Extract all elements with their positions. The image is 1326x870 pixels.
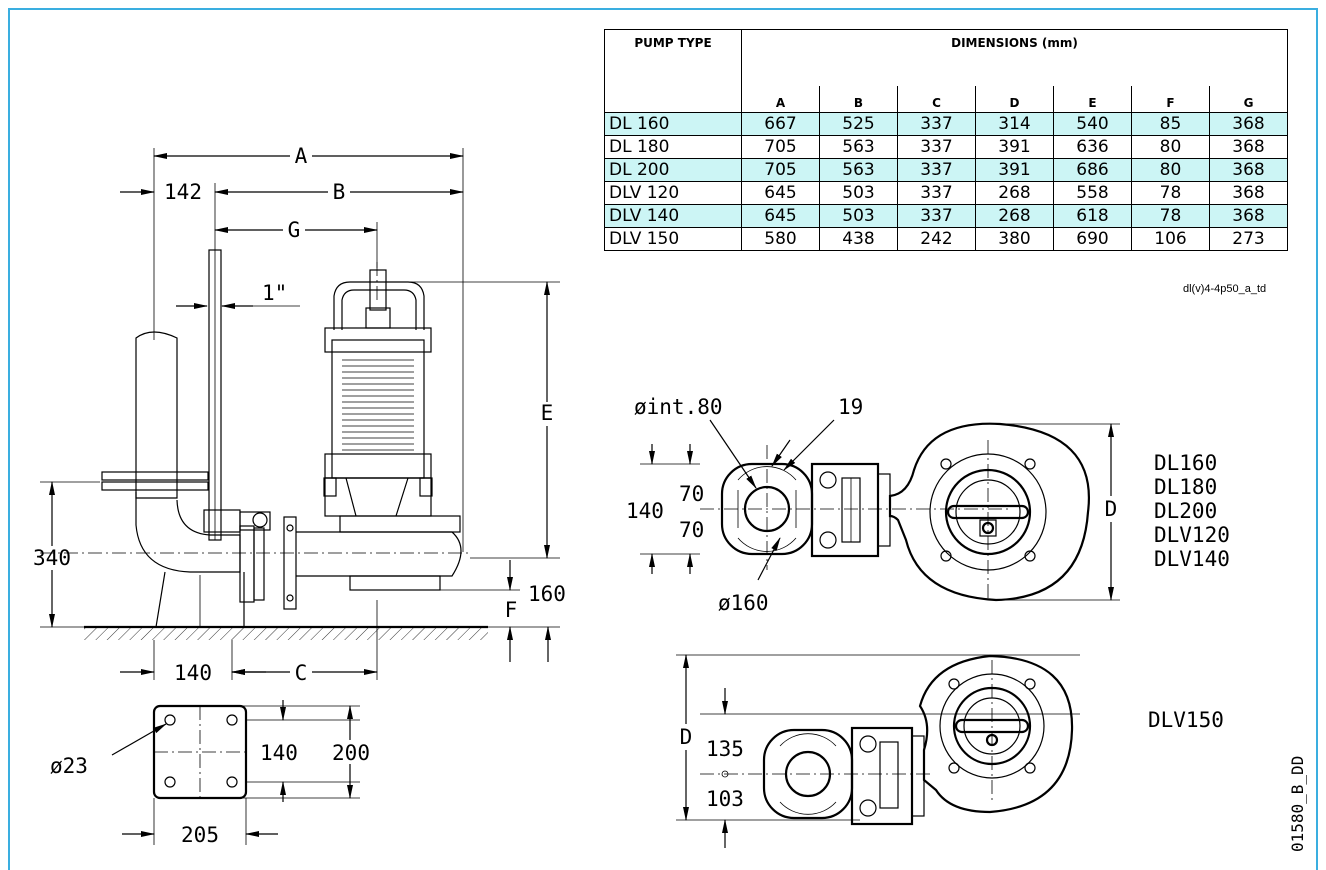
dim-160-top-label: ø160 bbox=[718, 591, 769, 615]
cell: 337 bbox=[897, 181, 976, 205]
cell: 503 bbox=[819, 204, 898, 228]
cell: 106 bbox=[1131, 227, 1210, 251]
col-header-f: F bbox=[1131, 86, 1210, 113]
table-row: DLV 150 580 438 242 380 690 106 273 bbox=[604, 227, 1288, 251]
cell: 78 bbox=[1131, 204, 1210, 228]
dim-205-label: 205 bbox=[181, 823, 219, 847]
cell: 563 bbox=[819, 135, 898, 159]
cell: 645 bbox=[741, 204, 820, 228]
model-label: DL180 bbox=[1154, 475, 1217, 499]
cell: 242 bbox=[897, 227, 976, 251]
cell: 391 bbox=[975, 158, 1054, 182]
row-name: DLV 140 bbox=[604, 204, 742, 228]
dim-140-side-label: 140 bbox=[174, 661, 212, 685]
dim-e-label: E bbox=[541, 401, 554, 425]
discharge-pipe bbox=[135, 331, 178, 499]
cell: 380 bbox=[975, 227, 1054, 251]
dim-c-label: C bbox=[295, 661, 308, 685]
row-name: DLV 150 bbox=[604, 227, 742, 251]
dim-70b-label: 70 bbox=[679, 518, 704, 542]
side-view: A B 142 G 1" E 340 F 160 140 bbox=[28, 144, 566, 685]
dim-140-top-label: 140 bbox=[626, 499, 664, 523]
model-label: DL160 bbox=[1154, 451, 1217, 475]
model-label: DLV140 bbox=[1154, 547, 1230, 571]
dim-19-label: 19 bbox=[838, 395, 863, 419]
cell: 268 bbox=[975, 204, 1054, 228]
dim-23-label: ø23 bbox=[50, 754, 88, 778]
cell: 273 bbox=[1209, 227, 1288, 251]
pump-volute bbox=[296, 531, 462, 577]
cell: 391 bbox=[975, 135, 1054, 159]
table-row: DLV 120 645 503 337 268 558 78 368 bbox=[604, 181, 1288, 205]
cell: 686 bbox=[1053, 158, 1132, 182]
table-row: DLV 140 645 503 337 268 618 78 368 bbox=[604, 204, 1288, 228]
page-frame bbox=[8, 8, 1318, 870]
base-plate-view: ø23 140 200 205 bbox=[50, 700, 377, 847]
pump-type-header: PUMP TYPE bbox=[604, 29, 742, 113]
cell: 78 bbox=[1131, 181, 1210, 205]
cell: 368 bbox=[1209, 112, 1288, 136]
cell: 645 bbox=[741, 181, 820, 205]
cell: 563 bbox=[819, 158, 898, 182]
table-code: dl(v)4-4p50_a_td bbox=[1183, 283, 1267, 295]
cell: 85 bbox=[1131, 112, 1210, 136]
cell: 580 bbox=[741, 227, 820, 251]
dimensions-table: PUMP TYPE DIMENSIONS (mm) A B C D E F G … bbox=[604, 29, 1288, 251]
motor-housing bbox=[331, 339, 425, 479]
row-name: DL 160 bbox=[604, 112, 742, 136]
volute-top bbox=[888, 422, 1090, 602]
dim-200-label: 200 bbox=[332, 741, 370, 765]
cell: 368 bbox=[1209, 135, 1288, 159]
col-header-d: D bbox=[975, 86, 1054, 113]
cell: 705 bbox=[741, 158, 820, 182]
dim-142-label: 142 bbox=[164, 180, 202, 204]
drawing-code: 01580_B_DD bbox=[1288, 756, 1307, 852]
volute-top-2 bbox=[918, 654, 1074, 814]
top-view-1: D 140 70 70 øint.80 19 ø160 DL160 DL180 … bbox=[626, 395, 1230, 615]
cell: 80 bbox=[1131, 158, 1210, 182]
motor-fins bbox=[342, 359, 414, 451]
col-header-b: B bbox=[819, 86, 898, 113]
dim-140-base-label: 140 bbox=[260, 741, 298, 765]
dim-103-label: 103 bbox=[706, 787, 744, 811]
cell: 314 bbox=[975, 112, 1054, 136]
model-label: DL200 bbox=[1154, 499, 1217, 523]
dimensions-header: DIMENSIONS (mm) bbox=[741, 29, 1288, 86]
cell: 368 bbox=[1209, 204, 1288, 228]
row-name: DL 180 bbox=[604, 135, 742, 159]
model-label: DLV120 bbox=[1154, 523, 1230, 547]
dim-a-label: A bbox=[295, 144, 308, 168]
cell: 368 bbox=[1209, 158, 1288, 182]
dim-135-label: 135 bbox=[706, 737, 744, 761]
cell: 438 bbox=[819, 227, 898, 251]
elbow bbox=[135, 492, 241, 573]
cell: 667 bbox=[741, 112, 820, 136]
table-header-row: PUMP TYPE DIMENSIONS (mm) bbox=[604, 29, 1288, 113]
dim-d-label-2: D bbox=[680, 725, 693, 749]
model-label-dlv150: DLV150 bbox=[1148, 708, 1224, 732]
dim-b-label: B bbox=[333, 180, 346, 204]
dim-340-label: 340 bbox=[33, 546, 71, 570]
cell: 618 bbox=[1053, 204, 1132, 228]
dim-g-label: G bbox=[288, 218, 301, 242]
dim-160-label: 160 bbox=[528, 582, 566, 606]
cell: 268 bbox=[975, 181, 1054, 205]
cell: 337 bbox=[897, 204, 976, 228]
top-view-2: D 135 103 DLV150 bbox=[674, 654, 1224, 848]
dim-f-label: F bbox=[505, 598, 518, 622]
dim-1in-label: 1" bbox=[262, 281, 287, 305]
cell: 690 bbox=[1053, 227, 1132, 251]
dim-d-label-1: D bbox=[1105, 497, 1118, 521]
dim-int80-label: øint.80 bbox=[634, 395, 723, 419]
dim-70a-label: 70 bbox=[679, 482, 704, 506]
ground-hatch bbox=[84, 628, 488, 640]
